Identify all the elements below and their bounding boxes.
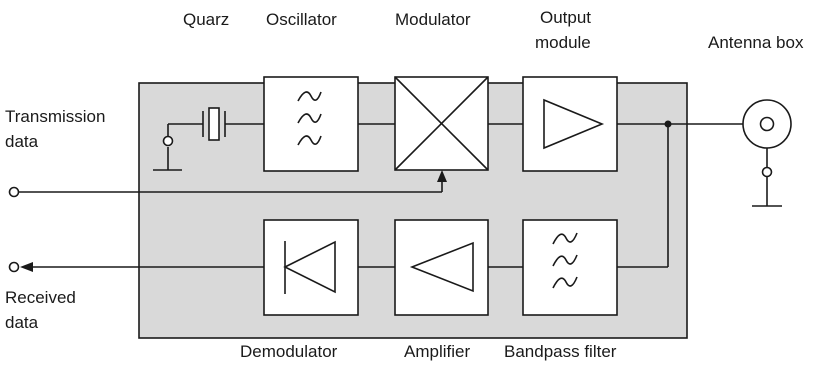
quarz-ground-symbol <box>153 135 182 171</box>
bandpass-filter-block <box>522 219 618 316</box>
label-transmission-line2: data <box>5 132 39 151</box>
label-transmission-line1: Transmission <box>5 107 105 126</box>
amplifier-block <box>394 219 489 316</box>
label-modulator: Modulator <box>395 10 471 29</box>
label-output-module-line2: module <box>535 33 591 52</box>
label-bandpass-filter: Bandpass filter <box>504 342 617 361</box>
label-output-module-line1: Output <box>540 8 591 27</box>
label-received-line1: Received <box>5 288 76 307</box>
arrow-received-data <box>20 262 33 272</box>
transmission-data-terminal <box>8 186 20 198</box>
oscillator-block <box>263 76 359 172</box>
label-demodulator: Demodulator <box>240 342 338 361</box>
demodulator-block <box>263 219 359 316</box>
output-module-block <box>522 76 618 172</box>
label-amplifier: Amplifier <box>404 342 470 361</box>
antenna-box-symbol <box>742 99 792 207</box>
label-oscillator: Oscillator <box>266 10 337 29</box>
arrow-to-modulator <box>437 170 447 182</box>
modulator-block <box>394 76 489 171</box>
quarz-crystal-symbol <box>202 107 226 141</box>
label-quarz: Quarz <box>183 10 229 29</box>
label-received-line2: data <box>5 313 39 332</box>
label-antenna-box: Antenna box <box>708 33 804 52</box>
received-data-terminal <box>8 261 20 273</box>
